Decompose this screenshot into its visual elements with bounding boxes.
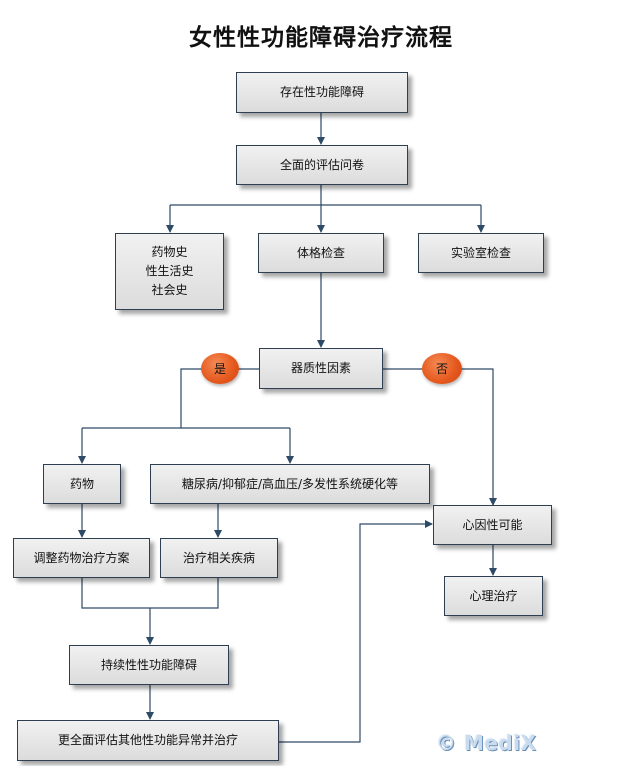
connector-merge <box>81 578 219 609</box>
page-title: 女性性功能障碍治疗流程 <box>189 24 453 51</box>
node-organic: 器质性因素 <box>259 348 383 389</box>
node-assessment: 全面的评估问卷 <box>236 145 408 185</box>
node-psych-therapy: 心理治疗 <box>444 576 543 616</box>
connector-reassess-psychogenic <box>279 520 433 743</box>
node-reassess: 更全面评估其他性功能异常并治疗 <box>17 720 279 761</box>
medix-watermark: © MediX <box>436 731 537 755</box>
node-adjust-drug: 调整药物治疗方案 <box>13 538 150 578</box>
node-physical-exam: 体格检查 <box>258 233 384 273</box>
node-history: 药物史 性生活史 社会史 <box>115 233 224 310</box>
connector-no-branch <box>383 368 497 506</box>
decision-no-oval: 否 <box>422 353 462 384</box>
node-persistent: 持续性性功能障碍 <box>69 645 229 685</box>
decision-yes-oval: 是 <box>201 353 239 384</box>
node-disease: 糖尿病/抑郁症/高血压/多发性系统硬化等 <box>150 464 430 504</box>
node-lab-test: 实验室检查 <box>418 233 544 273</box>
node-treat-disease: 治疗相关疾病 <box>160 538 278 578</box>
node-psychogenic: 心因性可能 <box>433 505 552 545</box>
node-drug: 药物 <box>43 464 121 504</box>
node-start: 存在性功能障碍 <box>236 72 408 113</box>
